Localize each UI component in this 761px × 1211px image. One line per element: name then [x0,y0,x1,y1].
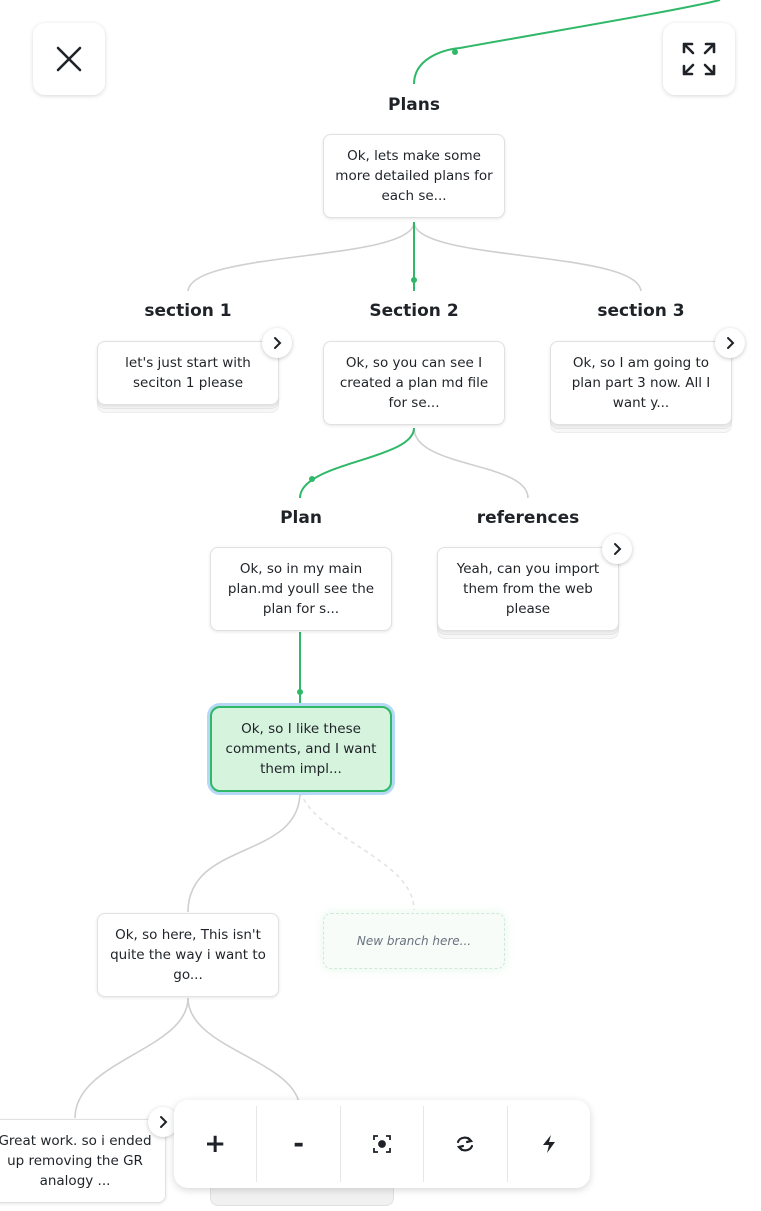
new-branch-placeholder[interactable]: New branch here... [323,913,505,969]
node-text: Ok, so I am going to plan part 3 now. Al… [571,355,711,411]
close-icon [56,46,82,72]
branch-label-section2[interactable]: Section 2 [357,291,471,331]
branch-label-plans[interactable]: Plans [376,85,452,125]
node-plan[interactable]: Ok, so in my main plan.md youll see the … [210,547,392,631]
node-text: Ok, so you can see I created a plan md f… [339,355,489,411]
edge-section2-references [413,427,529,499]
node-references[interactable]: Yeah, can you import them from the web p… [437,547,619,631]
branch-label-section1[interactable]: section 1 [132,291,244,331]
branch-label-section3[interactable]: section 3 [585,291,697,331]
node-grandchild[interactable]: Great work. so i ended up removing the G… [0,1119,166,1203]
bolt-icon [542,1135,555,1153]
new-branch-placeholder-text: New branch here... [356,934,472,948]
quick-action-button[interactable] [508,1106,590,1182]
chevron-right-icon [727,337,735,349]
zoom-out-icon: - [293,1129,304,1159]
zoom-out-button[interactable]: - [257,1106,341,1182]
recenter-icon [373,1135,391,1153]
edge-child1-grandchild [74,997,189,1119]
edge-child1-hidden [187,997,301,1111]
node-text: Ok, so in my main plan.md youll see the … [227,561,375,617]
zoom-in-button[interactable]: + [174,1106,258,1182]
close-button[interactable] [33,23,105,95]
expand-button[interactable] [663,23,735,95]
recenter-button[interactable] [341,1106,425,1182]
branch-label-references[interactable]: references [464,498,592,538]
expand-branch-references-button[interactable] [602,534,632,564]
chevron-right-icon [274,337,282,349]
edge-current-child1 [187,791,301,913]
edge-current-newbranch [299,791,415,911]
refresh-icon [457,1136,474,1152]
refresh-button[interactable] [424,1106,508,1182]
zoom-toolbar: + - [174,1100,590,1188]
node-text: Ok, so I like these comments, and I want… [225,721,377,777]
node-plans[interactable]: Ok, lets make some more detailed plans f… [323,134,505,218]
chevron-right-icon [160,1116,168,1128]
node-section3[interactable]: Ok, so I am going to plan part 3 now. Al… [550,341,732,425]
edge-root-plans [413,0,721,85]
edge-plans-section3 [413,221,642,293]
node-text: Yeah, can you import them from the web p… [456,561,600,617]
chevron-right-icon [614,543,622,555]
edge-section2-plan [299,427,415,499]
node-section2[interactable]: Ok, so you can see I created a plan md f… [323,341,505,425]
expand-icon [682,42,716,76]
node-current-selected[interactable]: Ok, so I like these comments, and I want… [210,706,392,792]
node-section1[interactable]: let's just start with seciton 1 please [97,341,279,405]
expand-branch-grandchild-button[interactable] [148,1107,178,1137]
expand-branch-section3-button[interactable] [715,328,745,358]
node-child1[interactable]: Ok, so here, This isn't quite the way i … [97,913,279,997]
node-text: let's just start with seciton 1 please [125,355,251,391]
branch-label-plan[interactable]: Plan [268,498,334,538]
expand-branch-section1-button[interactable] [262,328,292,358]
edge-plans-section1 [187,221,415,293]
node-text: Ok, lets make some more detailed plans f… [335,148,493,204]
node-text: Great work. so i ended up removing the G… [0,1133,152,1189]
zoom-in-icon: + [204,1129,227,1159]
node-text: Ok, so here, This isn't quite the way i … [110,927,266,983]
